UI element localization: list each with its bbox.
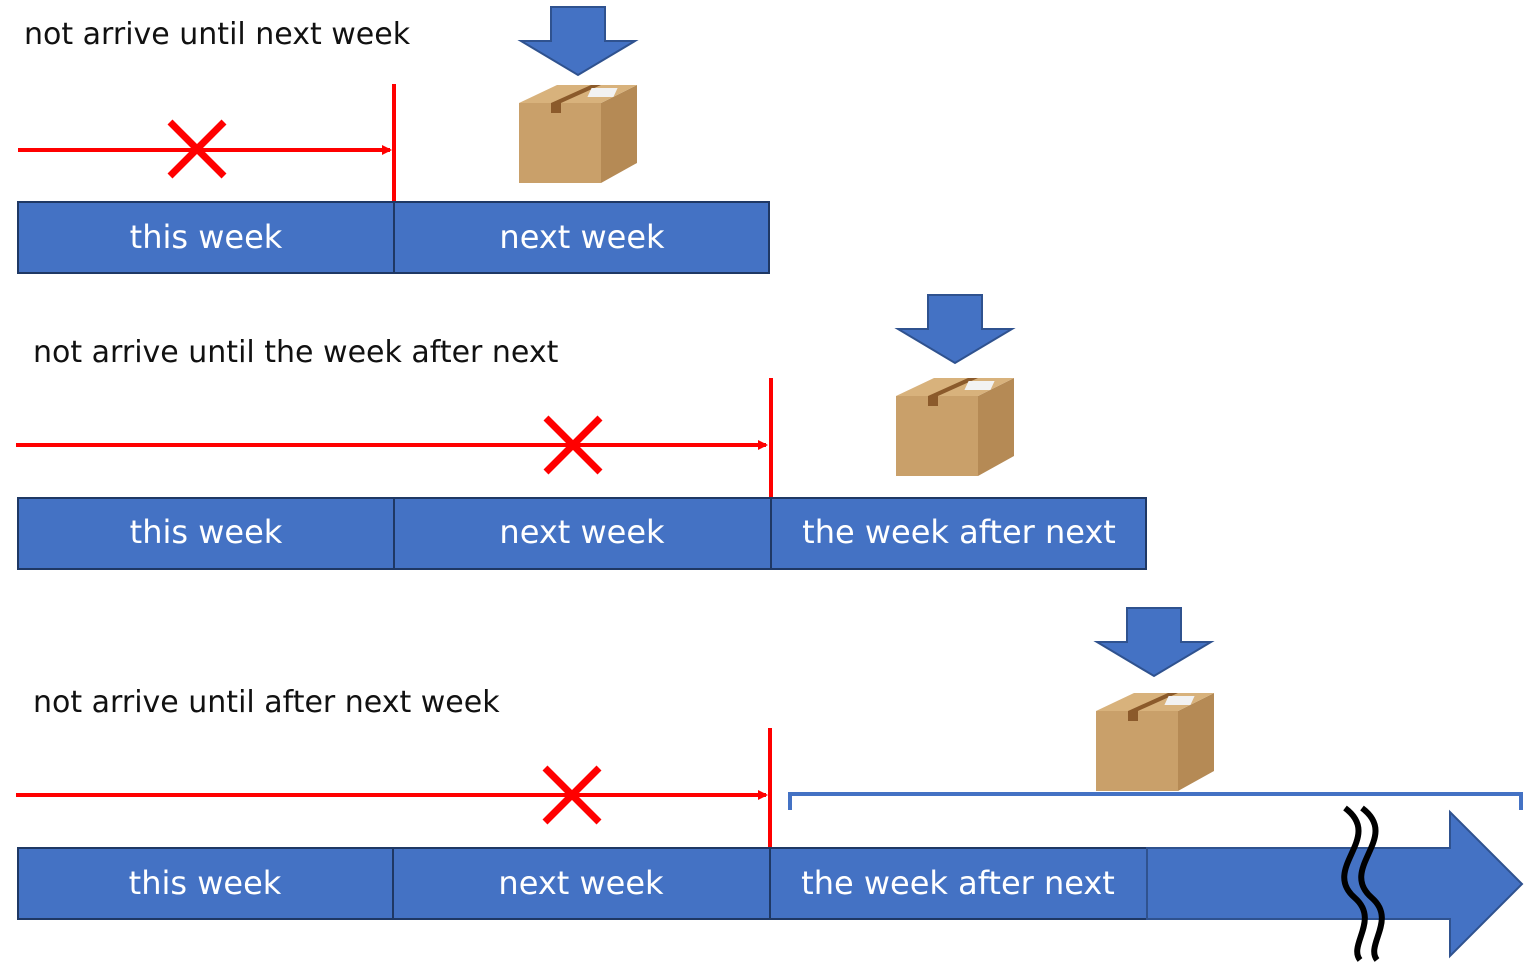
future-timeline-arrow [1146,809,1524,959]
down-arrow-icon [897,294,1013,364]
scenario-2-caption: not arrive until the week after next [33,335,559,370]
cross-mark-icon [167,119,227,179]
wavy-break-icon [1341,805,1385,962]
week-block-this-week [17,847,394,920]
cross-mark-icon [543,415,603,475]
down-arrow-icon [520,6,636,76]
week-label-week-after-next: the week after next [802,513,1116,551]
cross-mark-icon [542,765,602,825]
cardboard-box-icon [1096,693,1214,791]
week-label-this-week: this week [130,513,283,551]
week-block-this-week [17,201,395,274]
week-label-next-week: next week [498,864,664,902]
week-label-this-week: this week [129,864,282,902]
week-block-week-after-next [770,497,1147,570]
cardboard-box-icon [896,378,1014,476]
scenario-3: not arrive until after next week this we… [16,607,1524,962]
scenario-1-caption: not arrive until next week [24,17,411,52]
week-block-next-week [392,847,771,920]
cardboard-box-icon [519,85,637,183]
period-bracket [788,792,1523,810]
down-arrow-icon [1096,607,1212,677]
scenario-2: not arrive until the week after next thi… [16,294,1147,570]
scenario-3-caption: not arrive until after next week [33,685,500,720]
week-label-week-after-next: the week after next [801,864,1115,902]
scenario-1: not arrive until next week this week nex… [17,6,770,274]
week-label-next-week: next week [499,513,665,551]
week-label-next-week: next week [499,218,665,256]
week-label-this-week: this week [130,218,283,256]
week-block-next-week [393,201,770,274]
